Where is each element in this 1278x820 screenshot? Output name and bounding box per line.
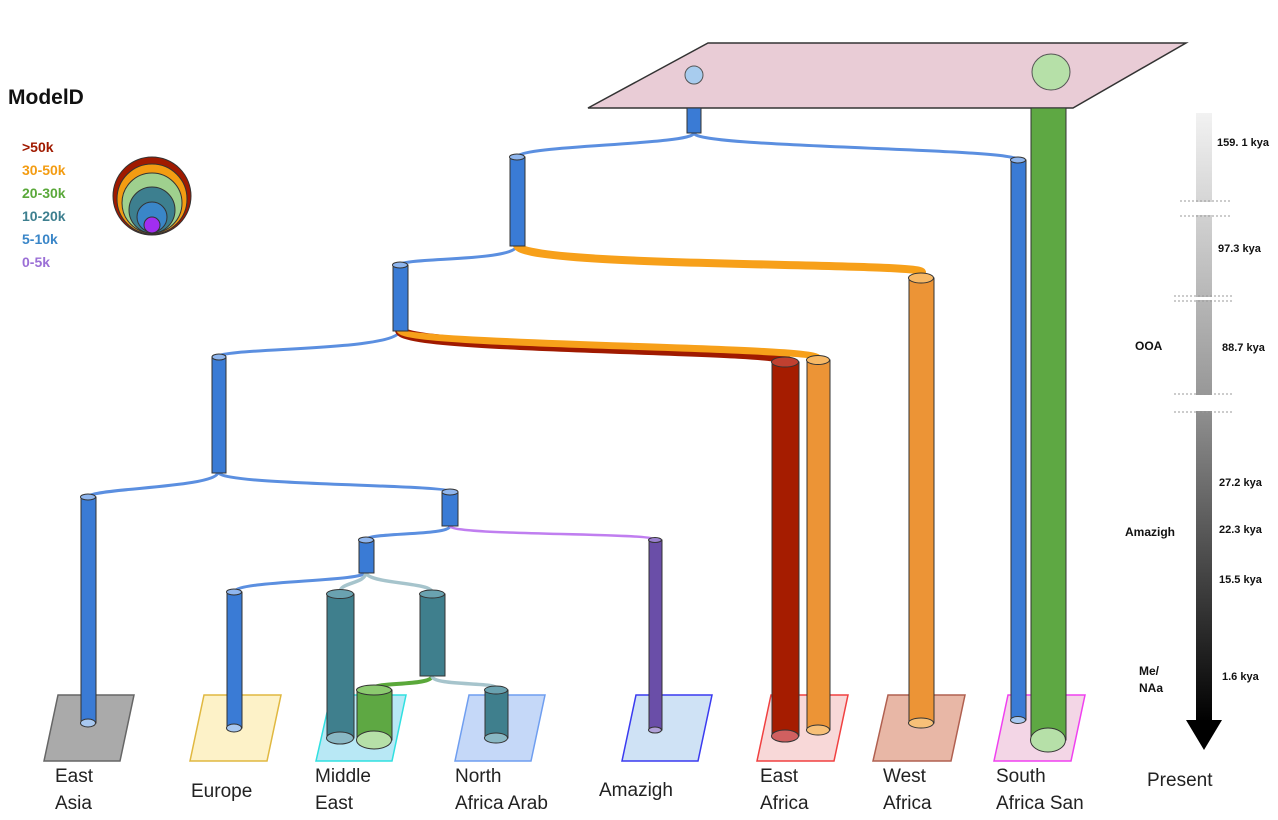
legend-nested-circles-icon (112, 156, 192, 236)
cylinder-level4 (441, 488, 459, 527)
label-europe: Europe (191, 781, 252, 802)
label-north-africa-arab-2: Africa Arab (455, 793, 548, 814)
cylinder-level2 (392, 261, 409, 332)
period-me-naa-line2: NAa (1139, 681, 1163, 695)
lineage-cylinders (80, 107, 1067, 753)
legend-item-30-50k: 30-50k (22, 162, 66, 178)
label-middle-east-1: Middle (315, 766, 371, 787)
legend-item-20-30k: 20-30k (22, 185, 66, 201)
present-label: Present (1147, 770, 1213, 791)
tick-97-kya: 97.3 kya (1218, 243, 1262, 255)
period-me-naa-line1: Me/ (1139, 664, 1160, 678)
label-north-africa-arab-1: North (455, 766, 501, 787)
label-west-africa-1: West (883, 766, 927, 787)
legend-item-10-20k: 10-20k (22, 208, 66, 224)
cylinder-level5 (358, 536, 375, 574)
label-amazigh: Amazigh (599, 780, 673, 801)
population-labels: East Asia Europe Middle East North Afric… (55, 766, 1084, 814)
plane-east-africa (756, 694, 849, 762)
tick-88-kya: 88.7 kya (1222, 342, 1266, 354)
cylinder-level3 (211, 353, 227, 474)
legend-item-5-10k: 5-10k (22, 231, 58, 247)
period-me-naa: Me/ NAa (1139, 664, 1163, 695)
tick-1-kya: 1.6 kya (1222, 671, 1260, 683)
label-east-africa-2: Africa (760, 793, 809, 814)
plane-amazigh (621, 694, 713, 762)
period-amazigh: Amazigh (1125, 525, 1175, 539)
cylinder-east-africa-red (771, 356, 800, 743)
label-west-africa-2: Africa (883, 793, 932, 814)
label-east-africa-1: East (760, 766, 799, 787)
tick-22-kya: 22.3 kya (1219, 524, 1263, 536)
cylinder-east-asia (80, 493, 97, 728)
cylinder-east-africa-orange (806, 355, 831, 736)
cylinder-root (686, 107, 702, 134)
plane-east-asia (43, 694, 135, 762)
label-east-asia-2: Asia (55, 793, 92, 814)
cylinder-san-blue (1010, 156, 1027, 724)
legend: ModelD >50k 30-50k 20-30k 10-20k 5-10k 0… (8, 86, 192, 270)
label-middle-east-2: East (315, 793, 354, 814)
period-ooa: OOA (1135, 339, 1163, 353)
tick-15-kya: 15.5 kya (1219, 574, 1263, 586)
timeline-arrow-icon (1186, 720, 1222, 750)
cylinder-out-of-africa-ancestor (509, 153, 526, 247)
cylinder-middle-east-teal (326, 589, 355, 745)
cylinder-na-ancestor (419, 589, 446, 677)
legend-item-gt50k: >50k (22, 139, 54, 155)
ancestral-plane (587, 42, 1189, 109)
cylinder-north-africa-arab (484, 685, 509, 744)
tick-159-kya: 159. 1 kya (1217, 137, 1270, 149)
timeline-bar (1196, 113, 1212, 723)
timeline-breaks (1174, 200, 1232, 413)
branch-connectors (86, 131, 1020, 690)
tick-27-kya: 27.2 kya (1219, 477, 1263, 489)
timeline: 159. 1 kya 97.3 kya 88.7 kya 27.2 kya 22… (1125, 113, 1270, 791)
cylinder-west-africa (908, 272, 935, 729)
cylinder-europe (226, 588, 243, 733)
cylinder-amazigh (648, 537, 663, 734)
cylinder-middle-east-green (356, 684, 393, 750)
label-south-africa-san-1: South (996, 766, 1046, 787)
cylinder-san-green (1030, 107, 1067, 753)
label-east-asia-1: East (55, 766, 94, 787)
legend-item-0-5k: 0-5k (22, 254, 50, 270)
legend-title: ModelD (8, 86, 84, 109)
label-south-africa-san-2: Africa San (996, 793, 1084, 814)
